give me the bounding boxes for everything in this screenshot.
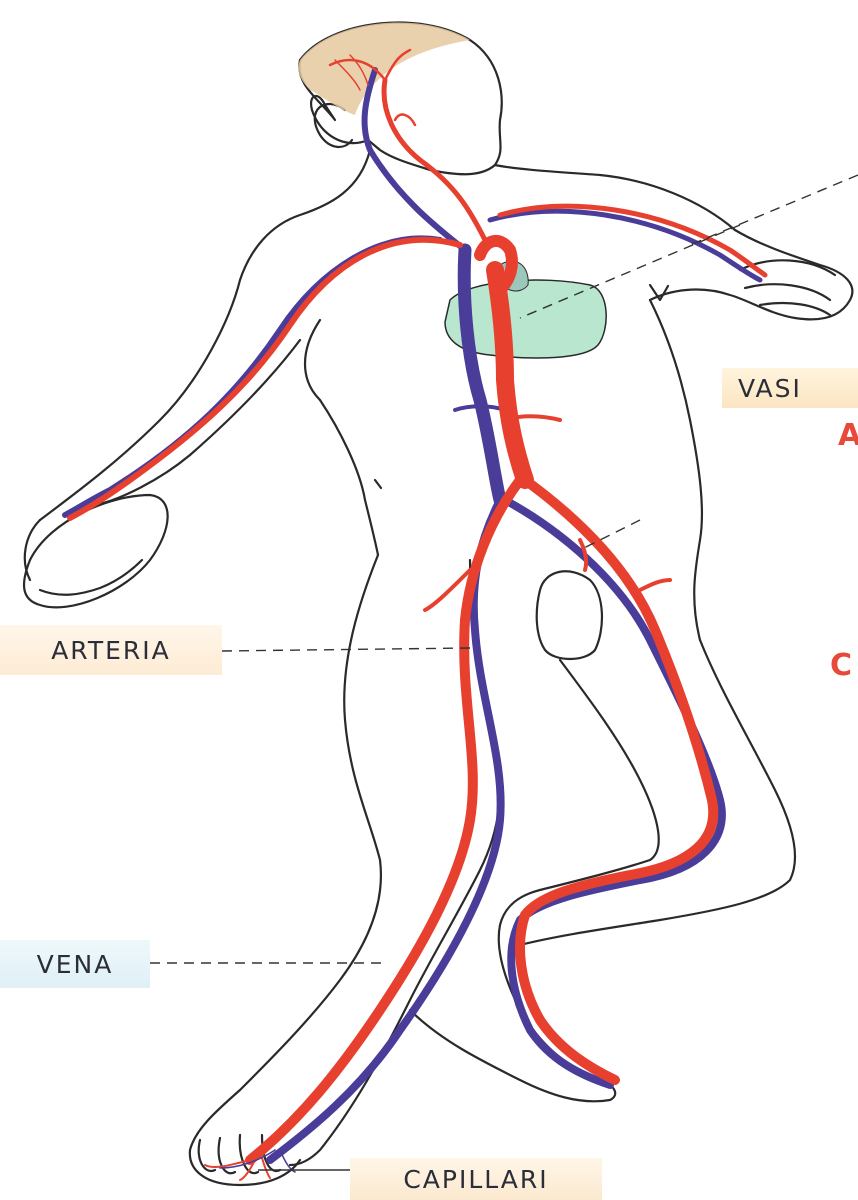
- artery-pelvic-branch: [425, 540, 670, 610]
- label-arteria-text: ARTERIA: [51, 636, 171, 665]
- label-vasi: VASI: [722, 368, 858, 408]
- vein-right-leg: [505, 500, 722, 1085]
- label-capillari-text: CAPILLARI: [403, 1165, 548, 1194]
- discus-fingers: [40, 560, 142, 595]
- artery-right-iliac: [520, 480, 713, 1080]
- leader-vasi-1: [690, 175, 858, 245]
- vein-jugular: [365, 70, 465, 250]
- cutoff-letter-c: C: [830, 648, 852, 683]
- torso-left: [320, 400, 378, 555]
- navel-hint: [375, 480, 381, 488]
- label-vena-text: VENA: [37, 950, 114, 979]
- artery-renal: [505, 416, 560, 420]
- label-arteria: ARTERIA: [0, 625, 222, 675]
- groin: [537, 571, 602, 659]
- torso-right: [650, 300, 702, 640]
- left-arm-inner: [305, 320, 320, 400]
- label-capillari: CAPILLARI: [350, 1158, 602, 1200]
- label-vena: VENA: [0, 940, 150, 988]
- left-arm-lower: [25, 340, 300, 580]
- cutoff-letter-a: A: [838, 418, 858, 453]
- label-vasi-text: VASI: [738, 374, 802, 403]
- leader-arteria: [222, 648, 470, 651]
- neck-left: [40, 150, 370, 520]
- artery-right-arm: [500, 206, 765, 275]
- neck-right: [495, 165, 735, 230]
